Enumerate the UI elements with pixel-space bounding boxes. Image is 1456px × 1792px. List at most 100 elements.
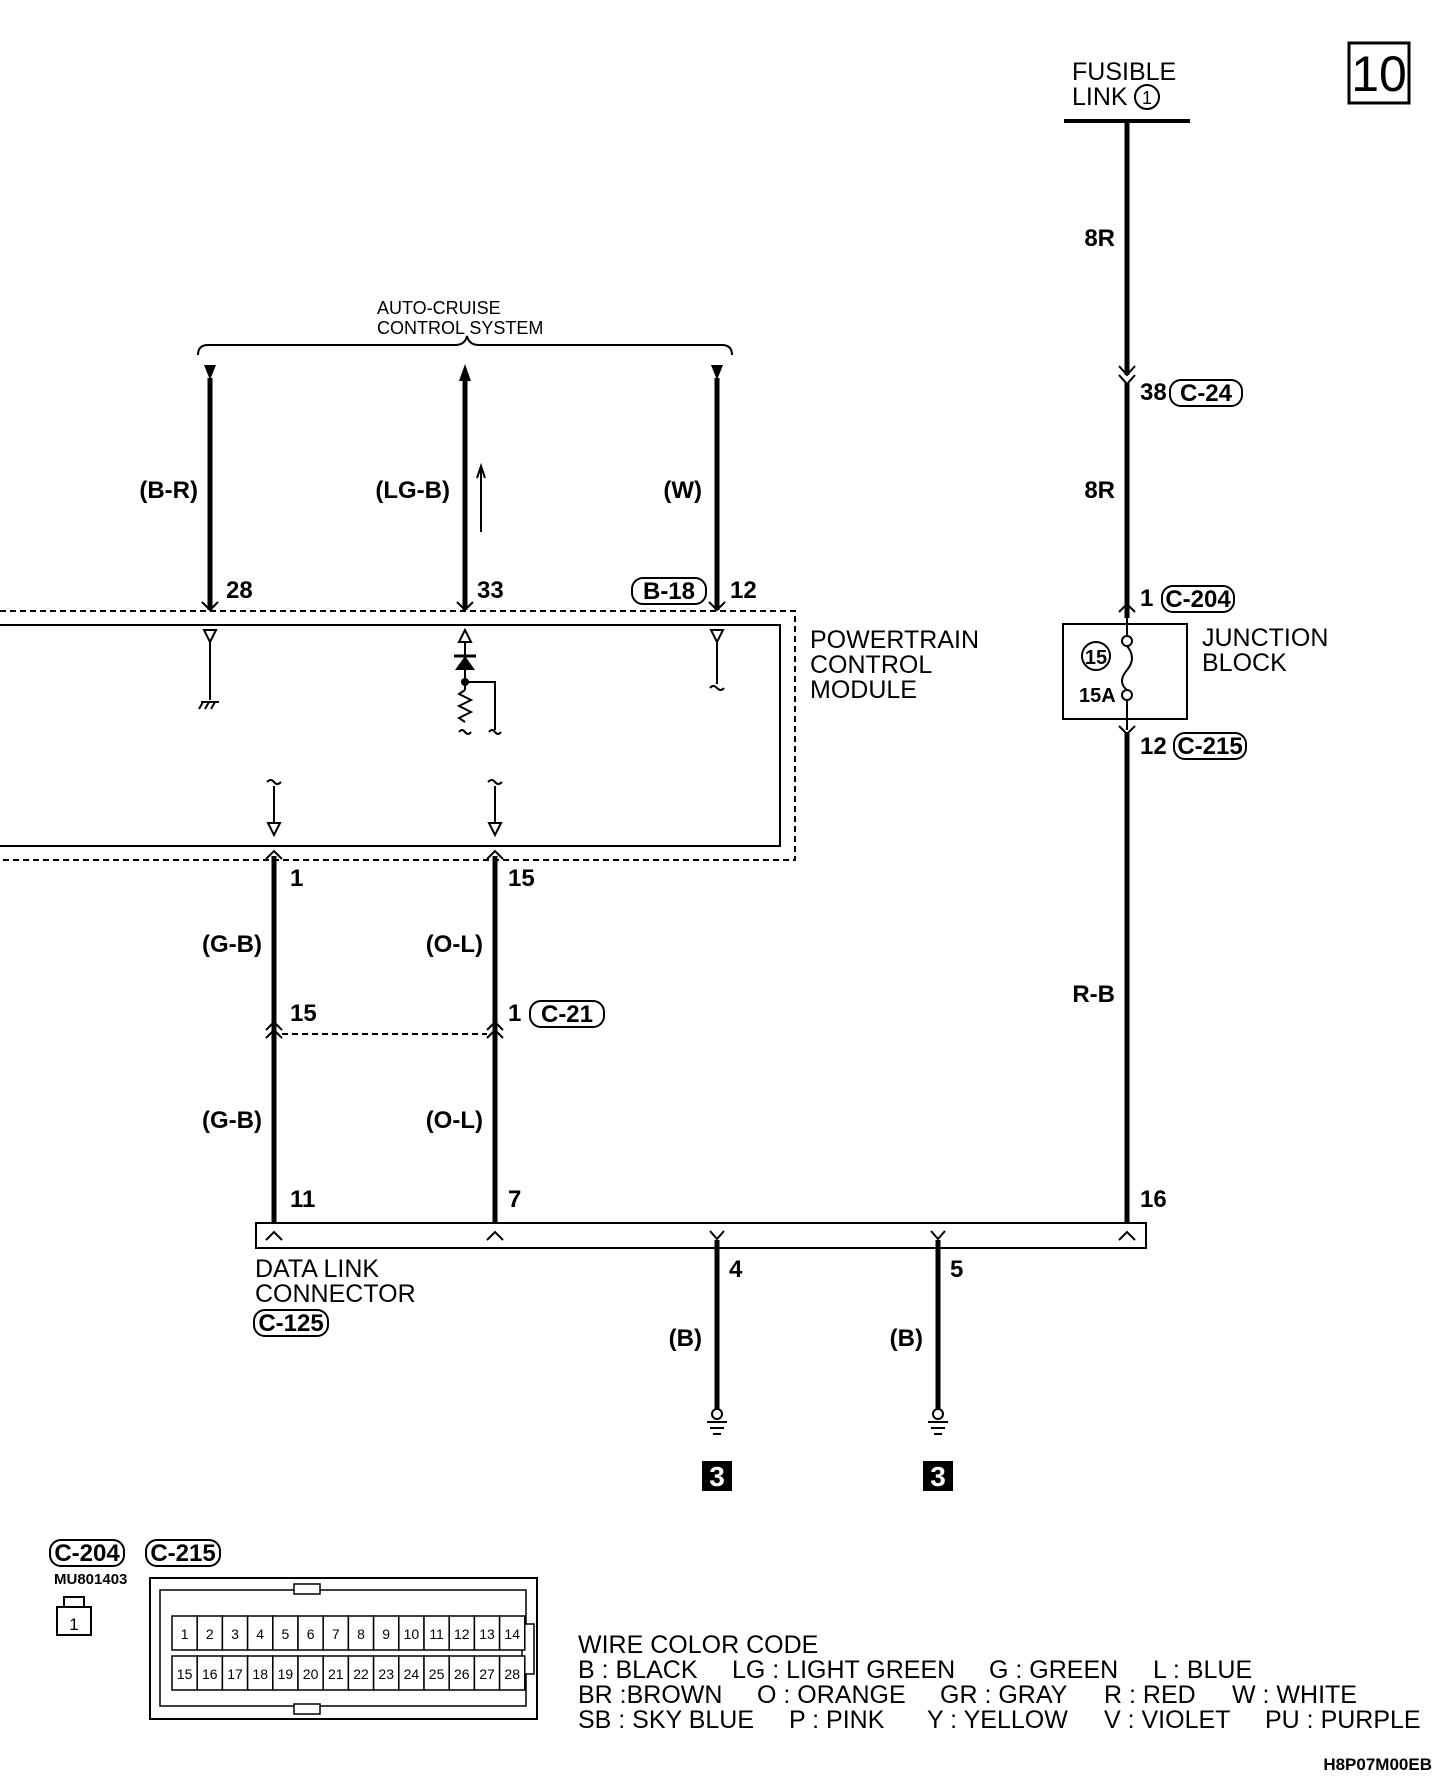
fuse-number: 15 [1085, 647, 1107, 669]
connector-pin-cell [473, 1615, 501, 1651]
connector-pin-cell [196, 1615, 224, 1651]
fusible-link-number-circle [1134, 84, 1160, 110]
junction-block-line2: BLOCK [1202, 649, 1287, 677]
auto-cruise-bracket [197, 335, 733, 356]
connector-pin-cell [423, 1655, 450, 1691]
c21-terminals [265, 1020, 504, 1039]
connector-pin-cell [498, 1655, 526, 1691]
pcm-12-internal-terminal [709, 629, 725, 645]
connector-pin-label: 15 [177, 1666, 193, 1682]
connector-pin-label: 14 [504, 1626, 520, 1642]
connector-pin-cell [272, 1655, 299, 1691]
c24-tag: C-24 [1180, 380, 1233, 407]
connector-pin-cell [448, 1655, 476, 1691]
wire-12-arrow [711, 365, 723, 380]
ground-point-2: 3 [930, 1461, 946, 1492]
color-code-entry: V : VIOLET [1104, 1706, 1230, 1734]
connector-pin-label: 27 [479, 1666, 495, 1682]
color-code-entry: BR :BROWN [578, 1681, 722, 1709]
connector-pin-cell [246, 1615, 274, 1651]
color-code-entry: R : RED [1104, 1681, 1196, 1709]
pcm-1-internal-terminal [266, 822, 282, 838]
connector-pin-label: 18 [252, 1666, 268, 1682]
connector-pin-cell [196, 1655, 224, 1691]
connector-pin-cell [171, 1655, 198, 1691]
c215-tag-box [1173, 732, 1247, 760]
fuse-rating: 15A [1079, 685, 1116, 707]
color-code-entry: PU : PURPLE [1265, 1706, 1421, 1734]
connector-pin-label: 19 [278, 1666, 294, 1682]
connector-pin-label: 26 [454, 1666, 470, 1682]
pcm-ground-icon [198, 701, 219, 710]
c21-pin-15: 15 [290, 1000, 317, 1027]
color-code-entry: G : GREEN [989, 1656, 1118, 1684]
pcm-line1: POWERTRAIN [810, 626, 979, 654]
ground-terminal-1 [711, 1408, 723, 1420]
connector-pin-label: 28 [504, 1666, 520, 1682]
ground-terminal-2 [932, 1408, 944, 1420]
wire-label-b-1: (B) [669, 1325, 702, 1352]
dlc-line2: CONNECTOR [255, 1280, 416, 1308]
ground-point-2-box [923, 1461, 953, 1491]
wire-12-terminal [708, 601, 726, 612]
connector-pin-label: 6 [307, 1626, 315, 1642]
legend-part-number: MU801403 [54, 1571, 127, 1588]
connector-pin-cell [473, 1655, 501, 1691]
c125-tag: C-125 [258, 1310, 323, 1337]
pcm-dashed-outline [0, 610, 796, 861]
wire-label-gb-2: (G-B) [202, 1107, 262, 1134]
ground-point-1-box [702, 1461, 732, 1491]
fuse-terminal-top [1121, 635, 1133, 647]
c24-tag-box [1169, 379, 1243, 407]
color-code-entry: Y : YELLOW [927, 1706, 1068, 1734]
pin-28: 28 [226, 577, 253, 604]
connector-pin-cell [322, 1615, 350, 1651]
pcm-15-break [487, 779, 503, 785]
c215-pin: 12 [1140, 733, 1167, 760]
single-pin-number: 1 [69, 1615, 78, 1634]
pin-15: 15 [508, 865, 535, 892]
connector-pin-cell [347, 1615, 375, 1651]
wire-label-w: (W) [663, 477, 702, 504]
resistor-break [458, 729, 472, 735]
page-number-box [1347, 41, 1411, 105]
connector-pin-label: 1 [181, 1626, 189, 1642]
dlc-pin-4: 4 [729, 1256, 743, 1283]
fuse-terminal-bottom [1121, 689, 1133, 701]
connector-pin-label: 25 [429, 1666, 445, 1682]
c204-tag: C-204 [1165, 586, 1231, 613]
color-code-title: WIRE COLOR CODE [578, 1631, 818, 1659]
c204-terminal [1118, 602, 1136, 613]
connector-pin-label: 22 [353, 1666, 369, 1682]
color-code-entry: P : PINK [789, 1706, 885, 1734]
c204-tag-box [1161, 585, 1235, 613]
legend-c204-tag: C-204 [54, 1540, 120, 1567]
pcm-pin-1-terminal [265, 849, 283, 860]
dlc-box [255, 1222, 1147, 1249]
connector-pin-label: 24 [404, 1666, 420, 1682]
pcm-line3: MODULE [810, 676, 917, 704]
pin-33: 33 [477, 577, 504, 604]
c125-tag-box [253, 1309, 329, 1337]
wire-label-8r-top: 8R [1084, 225, 1115, 252]
junction-block-line1: JUNCTION [1202, 624, 1328, 652]
dlc-terminals [265, 1230, 1136, 1241]
pcm-12-break [709, 685, 725, 691]
connector-pin-label: 8 [357, 1626, 365, 1642]
connector-pin-label: 10 [404, 1626, 420, 1642]
connector-pin-label: 17 [227, 1666, 243, 1682]
legend-c204-tag-box [49, 1539, 125, 1567]
c21-tag-box [529, 1000, 605, 1028]
c21-pin-1: 1 [508, 1000, 521, 1027]
fuse-element [1121, 645, 1133, 691]
legend-c215-tag: C-215 [150, 1540, 215, 1567]
c21-tag: C-21 [541, 1001, 593, 1028]
connector-latch-top [293, 1583, 321, 1595]
b18-tag: B-18 [643, 578, 695, 605]
connector-pin-label: 11 [429, 1626, 444, 1642]
connector-pin-cell [372, 1655, 400, 1691]
wire-label-8r-mid: 8R [1084, 477, 1115, 504]
color-code-entry: B : BLACK [578, 1656, 698, 1684]
connector-pin-cell [372, 1615, 400, 1651]
